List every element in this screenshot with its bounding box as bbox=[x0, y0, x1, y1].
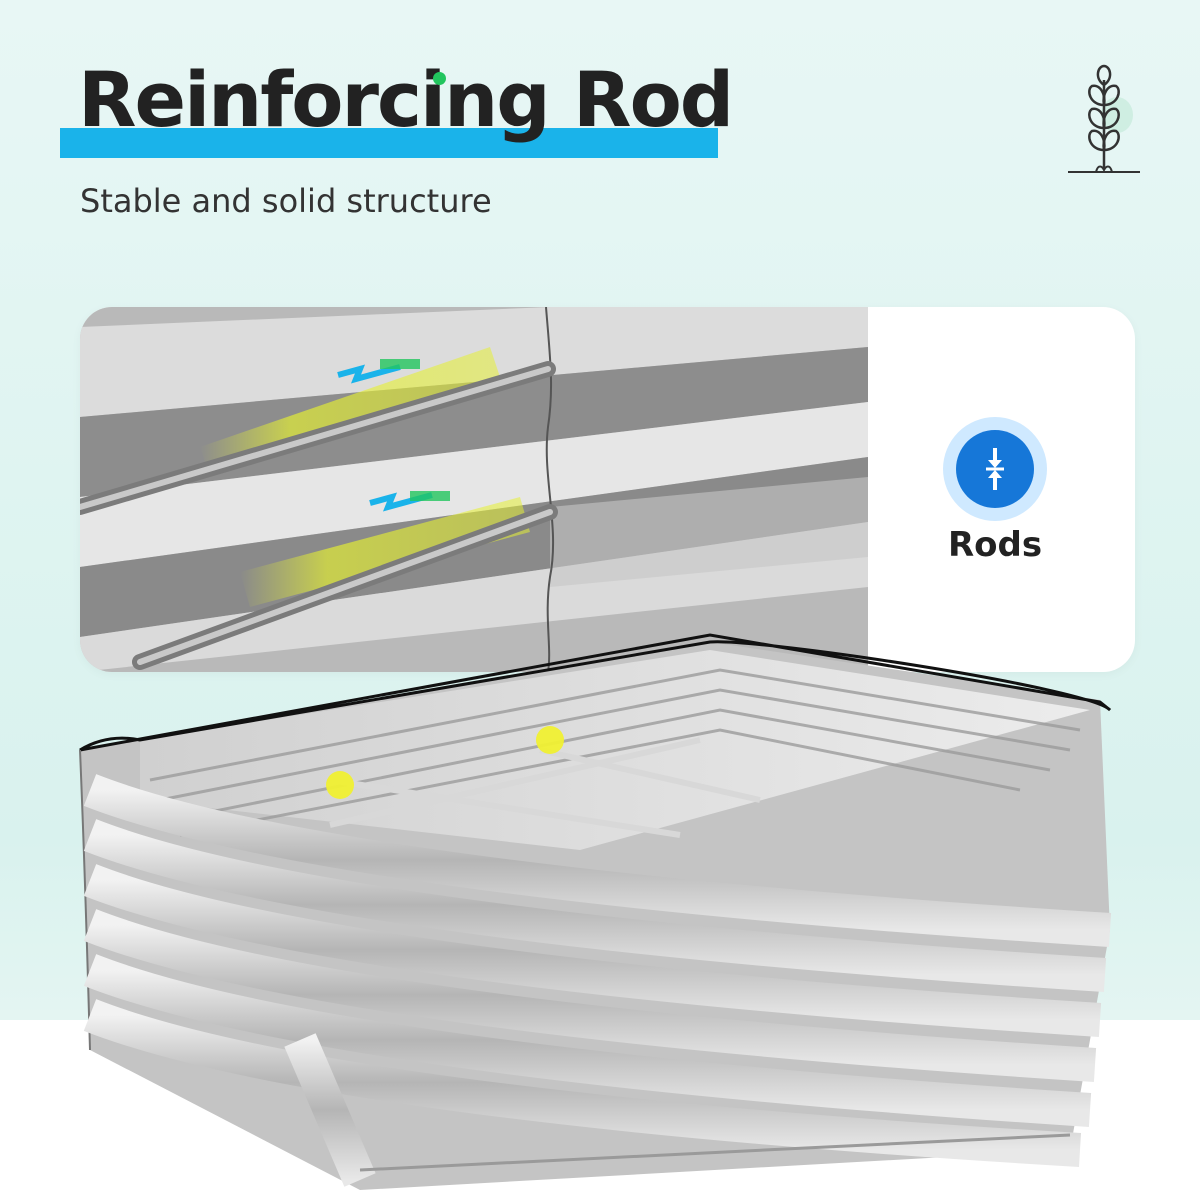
page-title: Reinforcing Rod bbox=[78, 55, 734, 144]
rod-closeup-photo bbox=[80, 307, 868, 672]
title-underline-bar bbox=[60, 128, 718, 158]
plant-sprout-icon bbox=[1068, 64, 1140, 173]
inner-reinforcing-rods bbox=[329, 737, 761, 838]
rods-badge bbox=[943, 417, 1047, 521]
raised-garden-bed-image bbox=[79, 633, 1112, 1190]
rods-label: Rods bbox=[947, 525, 1043, 565]
page-subtitle: Stable and solid structure bbox=[80, 182, 492, 220]
rods-badge-fill bbox=[956, 430, 1034, 508]
arrows-converge-vertical-icon bbox=[986, 448, 1004, 490]
title-accent-dot bbox=[433, 72, 446, 85]
